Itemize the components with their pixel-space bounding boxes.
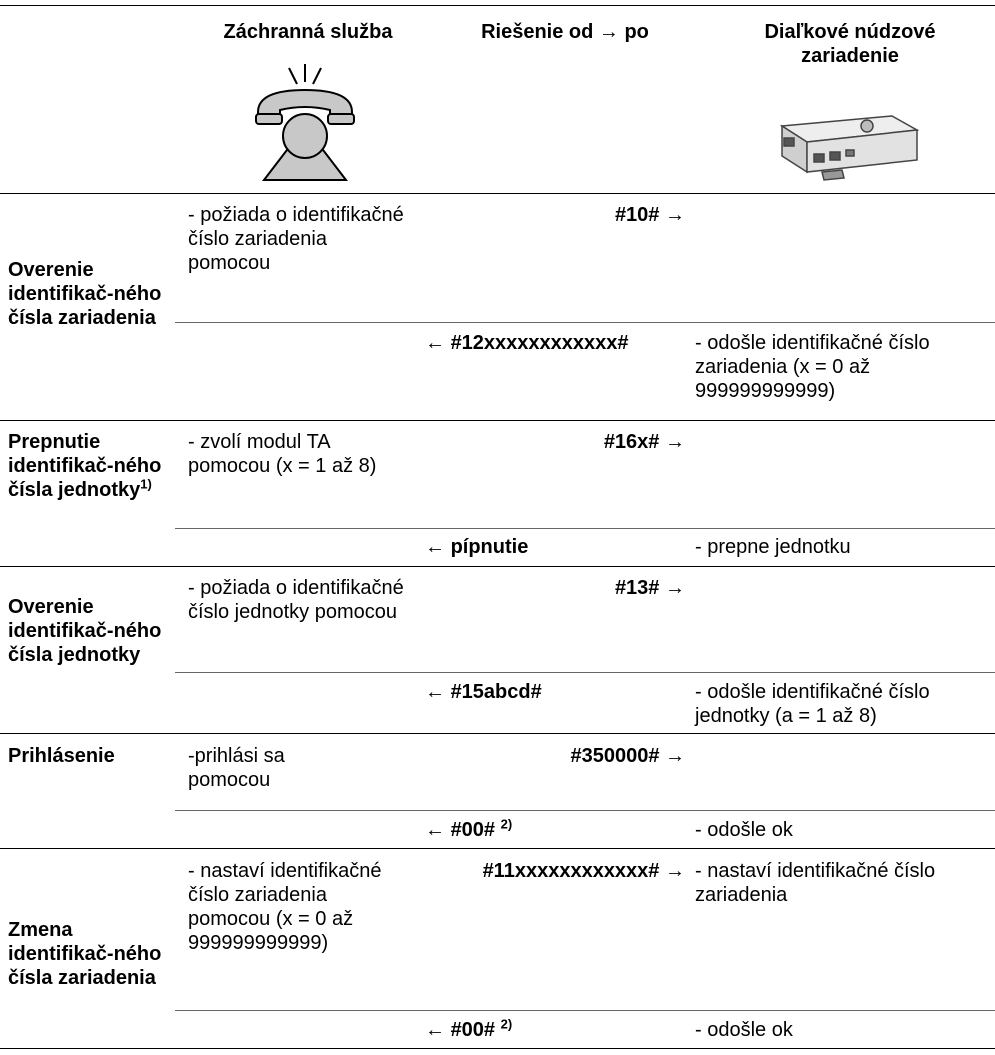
rule-row1-mid — [175, 322, 995, 323]
rule-row3-bottom — [0, 733, 995, 734]
row1-step2-code-cell: ← #12xxxxxxxxxxxx# — [425, 331, 695, 355]
row5-step1-code-cell: #11xxxxxxxxxxxx# → — [410, 859, 685, 883]
arrow-right-icon: → — [665, 745, 685, 767]
row5-step2-code-cell: ← #00# 2) — [425, 1016, 695, 1042]
row2-step1-code: #16x# — [603, 431, 660, 453]
row5-step1-code: #11xxxxxxxxxxxx# — [482, 860, 660, 882]
row4-step1-code-cell: #350000# → — [430, 744, 685, 768]
row-label-unit-id-switch: Prepnutie identifikač-ného čísla jednotk… — [8, 430, 163, 502]
row-label-unit-id-check: Overenie identifikač-ného čísla jednotky — [8, 596, 162, 666]
rule-row3-mid — [175, 672, 995, 673]
row3-step1-code-cell: #13# → — [430, 576, 685, 600]
arrow-left-icon: ← — [425, 1019, 445, 1041]
arrow-right-icon: → — [665, 860, 685, 882]
row3-step1-code: #13# — [614, 577, 660, 599]
row-label-device-id-check: Overenie identifikač-ného čísla zariaden… — [8, 259, 162, 329]
row3-step1-emergency: - požiada o identifikačné číslo jednotky… — [188, 577, 404, 623]
row1-step1-code: #10# — [614, 204, 660, 226]
rule-row1-bottom — [0, 420, 995, 421]
rule-row2-bottom — [0, 566, 995, 567]
row1-step2-code: #12xxxxxxxxxxxx# — [450, 332, 629, 354]
rule-row2-mid — [175, 528, 995, 529]
arrow-left-icon: ← — [425, 536, 445, 558]
arrow-right-icon: → — [665, 431, 685, 453]
row1-step1-emergency: - požiada o identifikačné číslo zariaden… — [188, 204, 404, 274]
row1-step2-remote: - odošle identifikačné číslo zariadenia … — [695, 332, 930, 402]
row3-step2-code-cell: ← #15abcd# — [425, 680, 695, 704]
row5-step1-emergency: - nastaví identifikačné číslo zariadenia… — [188, 860, 382, 954]
row1-step1-code-cell: #10# → — [430, 203, 685, 227]
header-emergency-service: Záchranná služba — [223, 21, 393, 43]
header-remote-device: Diaľkové núdzové zariadenie — [764, 21, 936, 67]
telephone-icon — [255, 64, 355, 181]
row2-label-text: Prepnutie identifikač-ného čísla jednotk… — [8, 431, 162, 501]
row3-step2-remote: - odošle identifikačné číslo jednotky (a… — [695, 681, 930, 727]
row2-step2-remote: - prepne jednotku — [695, 536, 851, 558]
arrow-left-icon: ← — [425, 332, 445, 354]
rule-header-bottom — [0, 193, 995, 194]
rule-row4-mid — [175, 810, 995, 811]
row2-step2-code-cell: ← pípnutie — [425, 535, 695, 559]
arrow-right-icon: → — [665, 577, 685, 599]
row2-step2-code: pípnutie — [450, 536, 529, 558]
header-solution: Riešenie od → po — [481, 21, 649, 43]
rule-row5-mid — [175, 1010, 995, 1011]
rule-row4-bottom — [0, 848, 995, 849]
footnote-marker-2: 2) — [500, 816, 513, 832]
arrow-right-icon: → — [665, 204, 685, 226]
row-label-login: Prihlásenie — [8, 745, 115, 767]
row4-step2-code: #00# — [450, 819, 496, 841]
row4-step2-remote: - odošle ok — [695, 819, 793, 841]
rule-top — [0, 5, 995, 6]
row2-step1-code-cell: #16x# → — [430, 430, 685, 454]
row5-step2-code: #00# — [450, 1019, 496, 1041]
row-label-device-id-change: Zmena identifikač-ného čísla zariadenia — [8, 919, 162, 989]
row4-step1-emergency: -prihlási sa pomocou — [188, 745, 285, 791]
arrow-left-icon: ← — [425, 819, 445, 841]
arrow-left-icon: ← — [425, 681, 445, 703]
row4-step1-code: #350000# — [570, 745, 660, 767]
rule-bottom — [0, 1048, 995, 1049]
row5-step2-remote: - odošle ok — [695, 1019, 793, 1041]
row2-step1-emergency: - zvolí modul TA pomocou (x = 1 až 8) — [188, 431, 377, 477]
row5-step1-remote: - nastaví identifikačné číslo zariadenia — [695, 860, 936, 906]
row4-step2-code-cell: ← #00# 2) — [425, 816, 695, 842]
footnote-marker-1: 1) — [140, 476, 152, 492]
emergency-device-icon — [779, 115, 920, 181]
footnote-marker-2: 2) — [500, 1016, 513, 1032]
row3-step2-code: #15abcd# — [450, 681, 542, 703]
